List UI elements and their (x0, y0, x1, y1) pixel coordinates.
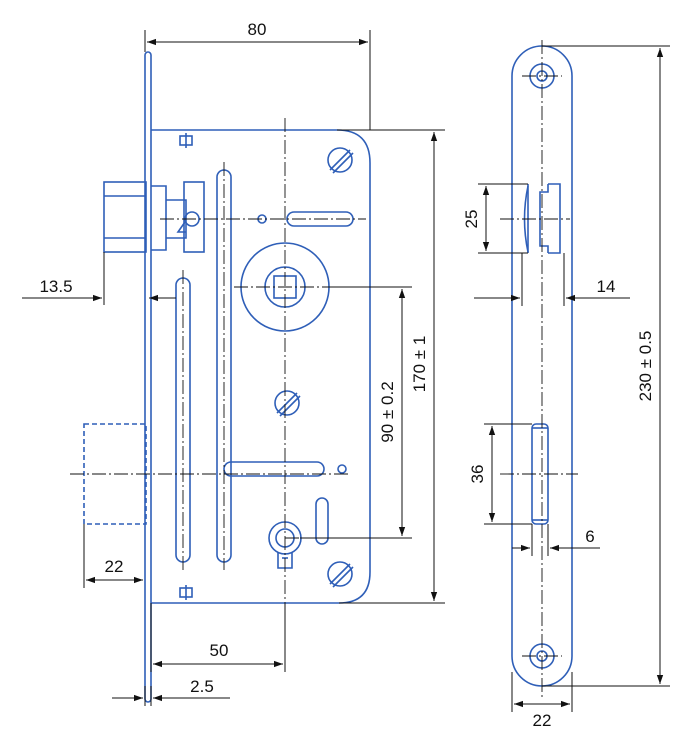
dim-faceplate-offset: 13.5 (39, 277, 72, 296)
small-hole-b (337, 464, 347, 474)
dim-faceplate-thickness: 2.5 (190, 677, 214, 696)
dim-striker-depth: 14 (597, 277, 616, 296)
dim-handle-to-key: 90 ± 0.2 (378, 381, 397, 442)
case-outline (151, 129, 371, 604)
dim-bolt-depth: 6 (585, 527, 594, 546)
center-lines-faceplate (500, 40, 578, 700)
rivet-bottom (179, 585, 193, 600)
dim-case-width: 80 (248, 20, 267, 39)
lock-body (83, 51, 371, 703)
dim-case-height: 170 ± 1 (410, 336, 429, 393)
dim-bolt-height: 36 (468, 465, 487, 484)
screw-bottom (327, 561, 354, 588)
dim-faceplate-width: 22 (533, 711, 552, 730)
screw-mid (274, 390, 301, 417)
latch-block (103, 181, 205, 253)
faceplate-strip (144, 51, 152, 703)
center-lines-body (70, 118, 366, 665)
dim-latch-projection: 22 (105, 557, 124, 576)
small-slot (315, 497, 329, 545)
dimension-lines (22, 30, 670, 712)
dim-latch-height: 25 (462, 210, 481, 229)
dim-backset: 50 (210, 641, 229, 660)
t-slot (223, 461, 325, 477)
dim-faceplate-length: 230 ± 0.5 (636, 331, 655, 402)
screw-top (327, 147, 354, 174)
rivet-top (179, 133, 193, 148)
